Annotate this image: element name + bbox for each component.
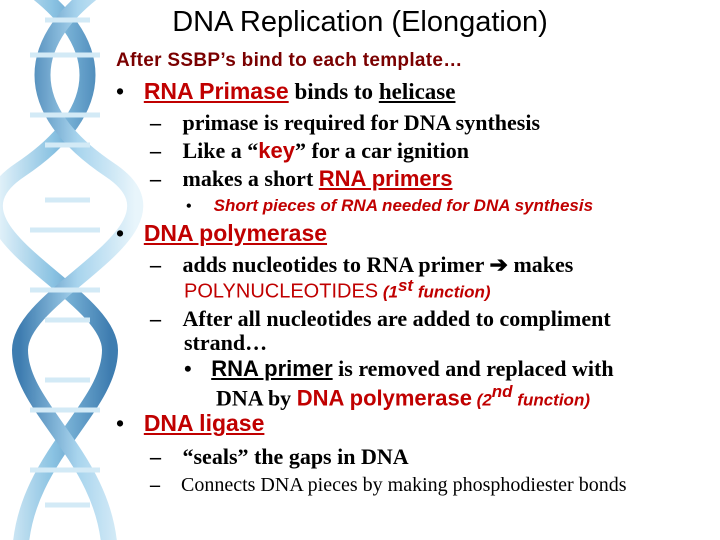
sub-bullet-seals-gaps: – “seals” the gaps in DNA xyxy=(150,444,409,470)
bullet-marker: • xyxy=(116,221,125,246)
sub-sub-bullet-text: Short pieces of RNA needed for DNA synth… xyxy=(213,196,594,215)
bullet-dna-ligase: • DNA ligase xyxy=(116,410,264,437)
dna-helix-decoration xyxy=(0,0,144,540)
dash-marker: – xyxy=(150,444,161,469)
term-dna-ligase: DNA ligase xyxy=(143,410,265,436)
dash-marker: – xyxy=(150,252,161,277)
function-label-sup: nd xyxy=(491,382,513,401)
sub-bullet-text: makes xyxy=(507,252,574,277)
sub-bullet-text: Connects DNA pieces by making phosphodie… xyxy=(181,474,627,496)
function-label: (2 xyxy=(471,390,492,410)
function-label: function) xyxy=(512,390,590,410)
slide-title: DNA Replication (Elongation) xyxy=(172,6,548,38)
sub-bullet-rna-primers: – makes a short RNA primers xyxy=(150,166,452,192)
sub-bullet-strand-cont: strand… xyxy=(184,330,268,355)
term-rna-primase: RNA Primase xyxy=(143,78,289,104)
function-label: (1 xyxy=(378,282,398,302)
sub-bullet-text: “seals” the gaps in DNA xyxy=(182,444,409,469)
sub-sub-bullet-dna-by-polymerase: DNA by DNA polymerase (2nd function) xyxy=(216,382,590,411)
bullet-rna-primase: • RNA Primase binds to helicase xyxy=(116,78,455,105)
sub-sub-bullet-short-pieces: • Short pieces of RNA needed for DNA syn… xyxy=(186,196,593,216)
function-label: function) xyxy=(413,282,491,302)
term-key: key xyxy=(258,138,296,163)
sub-bullet-text: After all nucleotides are added to compl… xyxy=(182,306,611,331)
sub-sub-bullet-text: is removed and replaced with xyxy=(332,356,614,381)
bullet-dna-polymerase: • DNA polymerase xyxy=(116,220,327,247)
sub-bullet-primase-required: – primase is required for DNA synthesis xyxy=(150,110,540,136)
dash-marker: – xyxy=(150,474,160,496)
bullet-marker: • xyxy=(116,79,125,104)
right-arrow-icon: ➔ xyxy=(489,252,508,277)
sub-bullet-text: Like a “ xyxy=(182,138,259,163)
term-helicase: helicase xyxy=(378,79,456,104)
subheading: After SSBP’s bind to each template… xyxy=(116,50,463,71)
sub-bullet-key-analogy: – Like a “key” for a car ignition xyxy=(150,138,469,164)
term-dna-polymerase-2: DNA polymerase xyxy=(296,385,472,411)
bullet-text: binds to xyxy=(288,79,379,104)
sub-bullet-text: adds nucleotides to RNA primer xyxy=(182,252,490,277)
sub-bullet-adds-nucleotides: – adds nucleotides to RNA primer ➔ makes xyxy=(150,252,573,278)
sub-bullet-text: makes a short xyxy=(182,166,319,191)
term-dna-polymerase: DNA polymerase xyxy=(143,220,328,246)
sub-bullet-phosphodiester: – Connects DNA pieces by making phosphod… xyxy=(150,474,627,497)
bullet-marker: • xyxy=(184,356,192,381)
term-rna-primers: RNA primers xyxy=(318,166,453,191)
sub-sub-bullet-text: DNA by xyxy=(216,385,297,411)
sub-bullet-polynucleotides: POLYNUCLEOTIDES (1st function) xyxy=(184,276,491,303)
term-polynucleotides: POLYNUCLEOTIDES xyxy=(184,280,379,303)
function-label-sup: st xyxy=(397,276,414,295)
dash-marker: – xyxy=(150,138,161,163)
bullet-marker: • xyxy=(116,411,125,436)
sub-bullet-text: primase is required for DNA synthesis xyxy=(182,110,541,135)
dash-marker: – xyxy=(150,166,161,191)
sub-bullet-after-nucleotides: – After all nucleotides are added to com… xyxy=(150,306,611,332)
sub-bullet-text: ” for a car ignition xyxy=(295,138,469,163)
sub-sub-bullet-rna-primer-removed: • RNA primer is removed and replaced wit… xyxy=(184,356,614,382)
bullet-marker: • xyxy=(186,198,192,215)
dash-marker: – xyxy=(150,306,161,331)
dash-marker: – xyxy=(150,110,161,135)
term-rna-primer: RNA primer xyxy=(211,356,333,381)
